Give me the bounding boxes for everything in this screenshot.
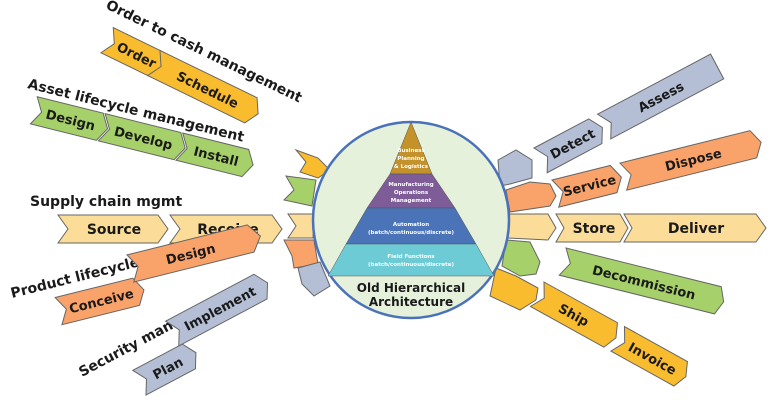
right-wedges [489,149,557,311]
pyramid-text-business-2: Planning [397,156,424,162]
chevron-dispose[interactable]: Dispose [618,129,765,191]
chevron-source[interactable]: Source [57,214,169,244]
pyramid-text-field-2: (batch/continuous/discrete) [368,262,454,268]
chevron-label: Source [87,222,141,238]
wedge-asset-left [282,175,317,207]
wedge-order-to-cash-left [294,148,331,179]
pyramid-text-mfg-3: Management [391,198,432,204]
wedge-security-left [297,261,331,297]
chevron-install[interactable]: Install [175,132,257,179]
chevron-label: Deliver [668,221,724,237]
center-title-line1: Old Hierarchical [357,281,465,295]
process-product-right: Service Dispose [551,129,765,208]
chevron-conceive[interactable]: Conceive [54,276,147,326]
chevron-service[interactable]: Service [551,164,625,208]
pyramid: Business Planning & Logistics Manufactur… [327,121,495,277]
chevron-design-asset[interactable]: Design [29,96,111,143]
pyramid-text-mfg-1: Manufacturing [388,182,433,188]
wedge-product-right [505,181,557,213]
wedge-asset-right [501,239,541,277]
wedge-order-right [489,267,539,311]
left-wedges [282,148,331,297]
wedge-supply-right [507,213,557,241]
chevron-ship[interactable]: Ship [529,281,622,350]
chevron-label: Store [573,221,616,237]
wedge-security-right [497,149,533,187]
chevron-deliver[interactable]: Deliver [623,213,767,243]
pyramid-text-business-3: & Logistics [394,164,429,170]
pyramid-text-automation-1: Automation [393,222,429,228]
pyramid-text-mfg-2: Operations [394,190,429,196]
pyramid-layer-field [327,243,495,277]
pyramid-text-automation-2: (batch/continuous/discrete) [368,230,454,236]
center-title-line2: Architecture [369,295,453,309]
chevron-design-product[interactable]: Design [126,222,264,283]
wedge-supply-left [287,213,315,239]
chevron-store[interactable]: Store [555,213,629,243]
chevron-invoice[interactable]: Invoice [609,325,693,389]
chevron-assess[interactable]: Assess [596,53,725,140]
process-label-supply-chain: Supply chain mgmt [30,194,182,210]
chevron-develop[interactable]: Develop [97,112,188,162]
pyramid-text-business-1: Business [397,148,425,154]
pyramid-text-field-1: Field Functions [387,254,435,260]
chevron-implement[interactable]: Implement [164,271,275,347]
chevron-detect[interactable]: Detect [533,115,609,174]
process-supply-right: Store Deliver [555,213,767,243]
